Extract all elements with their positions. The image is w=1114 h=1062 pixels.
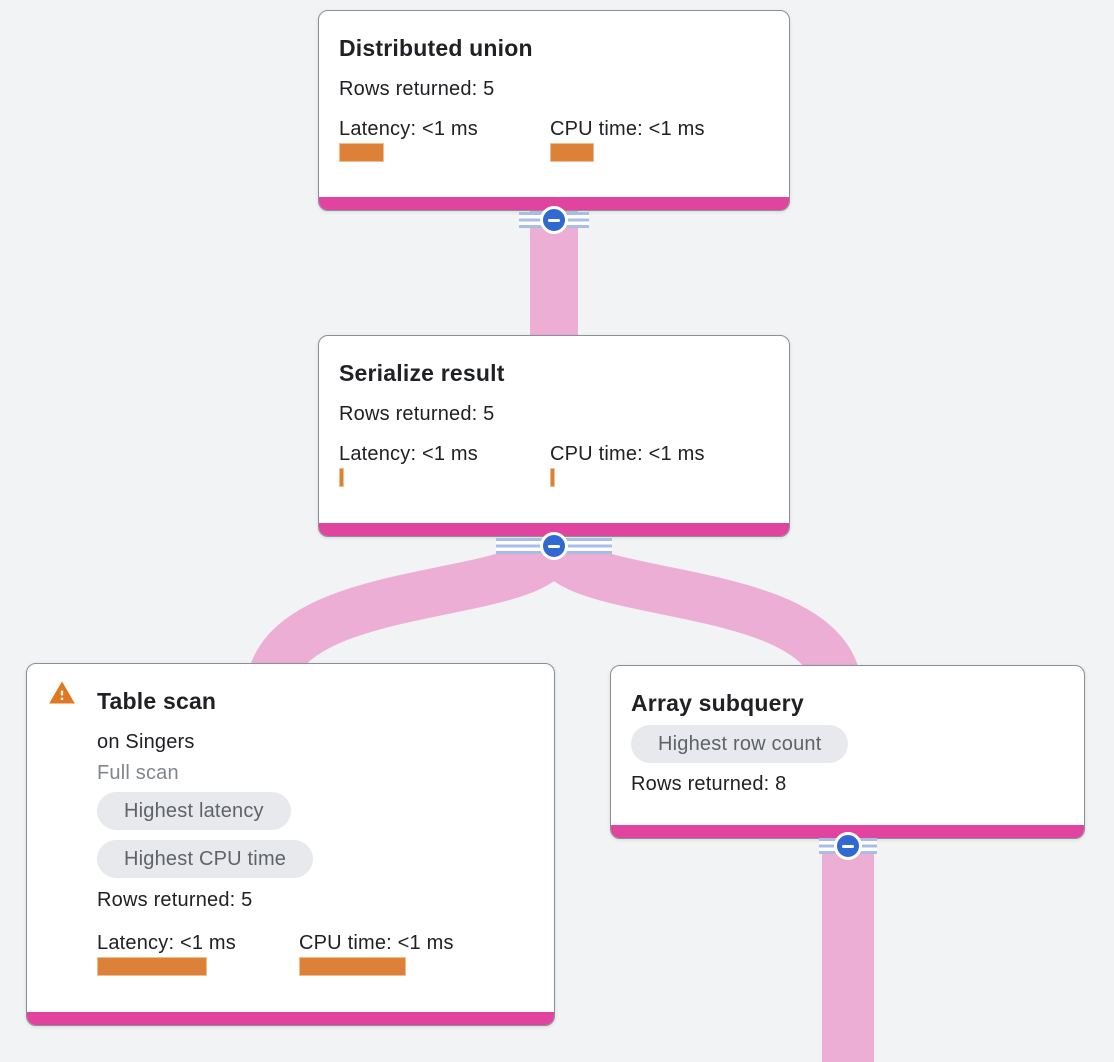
metrics-row: Latency: <1 ms CPU time: <1 ms xyxy=(339,441,769,487)
cpu-metric: CPU time: <1 ms xyxy=(299,930,501,976)
node-title: Array subquery xyxy=(631,690,804,716)
cpu-bar xyxy=(299,957,406,976)
collapse-button-distributed-union[interactable] xyxy=(519,206,589,234)
collapse-button-serialize-result[interactable] xyxy=(496,532,612,560)
latency-bar xyxy=(339,468,344,487)
rows-returned: Rows returned: 5 xyxy=(339,403,495,425)
plan-node-distributed-union[interactable]: Distributed union Rows returned: 5 Laten… xyxy=(318,10,790,211)
collapse-circle xyxy=(834,832,862,860)
latency-label: Latency: <1 ms xyxy=(97,932,236,954)
badge-row: Highest row count xyxy=(631,718,1064,763)
cpu-label: CPU time: <1 ms xyxy=(299,932,454,954)
edge-serialize-to-array-subquery xyxy=(530,535,860,685)
plan-node-array-subquery[interactable]: Array subquery Highest row count Rows re… xyxy=(610,665,1085,839)
node-title: Serialize result xyxy=(339,360,505,386)
plan-node-serialize-result[interactable]: Serialize result Rows returned: 5 Latenc… xyxy=(318,335,790,537)
rows-returned: Rows returned: 8 xyxy=(631,773,787,795)
node-title: Distributed union xyxy=(339,35,533,61)
cpu-metric: CPU time: <1 ms xyxy=(550,116,761,162)
latency-metric: Latency: <1 ms xyxy=(339,116,550,162)
rows-returned: Rows returned: 5 xyxy=(339,78,495,100)
badge-highest-cpu-time: Highest CPU time xyxy=(97,840,314,878)
collapse-circle xyxy=(540,206,568,234)
collapse-circle xyxy=(540,532,568,560)
collapse-button-array-subquery[interactable] xyxy=(819,832,877,860)
minus-icon xyxy=(548,218,560,222)
accent-bar xyxy=(611,825,1084,838)
cpu-label: CPU time: <1 ms xyxy=(550,443,705,465)
accent-bar xyxy=(319,523,789,536)
rows-returned: Rows returned: 5 xyxy=(97,889,253,911)
cpu-bar xyxy=(550,468,555,487)
metrics-row: Latency: <1 ms CPU time: <1 ms xyxy=(97,930,534,976)
cpu-metric: CPU time: <1 ms xyxy=(550,441,761,487)
accent-bar xyxy=(319,197,789,210)
edge-array-subquery-child xyxy=(822,834,874,1062)
latency-bar xyxy=(97,957,207,976)
badge-row: Highest CPU time xyxy=(97,830,534,878)
accent-bar xyxy=(27,1012,554,1025)
metrics-row: Latency: <1 ms CPU time: <1 ms xyxy=(339,116,769,162)
latency-metric: Latency: <1 ms xyxy=(97,930,299,976)
latency-metric: Latency: <1 ms xyxy=(339,441,550,487)
badge-highest-latency: Highest latency xyxy=(97,792,291,830)
edge-serialize-to-table-scan xyxy=(248,535,578,685)
warning-icon[interactable] xyxy=(48,679,76,707)
node-title: Table scan xyxy=(97,688,217,714)
badge-highest-row-count: Highest row count xyxy=(631,725,849,763)
cpu-label: CPU time: <1 ms xyxy=(550,118,705,140)
scan-type-label: Full scan xyxy=(97,762,179,784)
plan-node-table-scan[interactable]: Table scan on Singers Full scan Highest … xyxy=(26,663,555,1026)
latency-label: Latency: <1 ms xyxy=(339,443,478,465)
latency-bar xyxy=(339,143,384,162)
minus-icon xyxy=(842,844,854,848)
latency-label: Latency: <1 ms xyxy=(339,118,478,140)
cpu-bar xyxy=(550,143,594,162)
node-subtitle: on Singers xyxy=(97,731,195,753)
badge-row: Highest latency xyxy=(97,786,534,830)
minus-icon xyxy=(548,544,560,548)
